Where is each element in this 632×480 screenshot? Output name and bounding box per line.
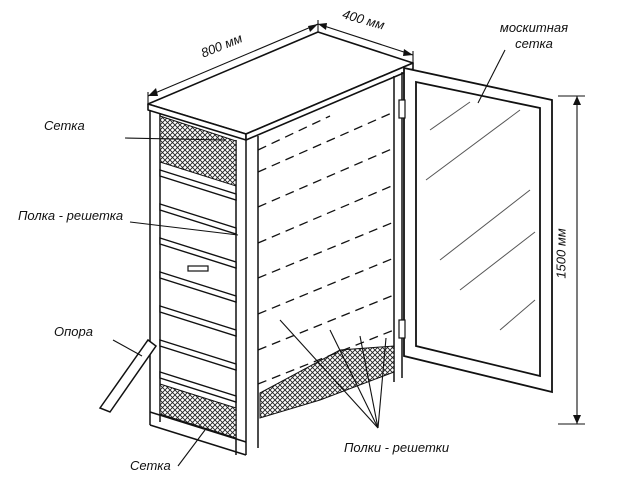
- leader-lines: [112, 49, 506, 467]
- bottom-mesh-label: Сетка: [130, 458, 171, 473]
- door-glass-reflections: [425, 101, 536, 331]
- dimension-lines: [147, 20, 585, 425]
- support-label: Опора: [54, 324, 93, 339]
- cabinet-top: [147, 31, 414, 141]
- support-leg: [98, 338, 158, 413]
- inner-shelves-dashed: [257, 111, 395, 385]
- shelf-handle: [187, 265, 209, 272]
- front-shelves: [159, 169, 237, 403]
- shelf-grid-label: Полка - решетка: [18, 208, 124, 223]
- top-mesh-label: Сетка: [44, 118, 85, 133]
- bottom-front-mesh: [159, 383, 237, 439]
- door-hinges: [398, 99, 406, 339]
- mosquito-net-label-line2: сетка: [515, 36, 553, 51]
- top-mesh: [159, 115, 237, 187]
- height-dimension-label: 1500 мм: [553, 228, 569, 279]
- shelves-grids-label: Полки - решетки: [344, 440, 450, 455]
- mosquito-net-label-line1: москитная: [499, 20, 569, 35]
- dimension-arrows: [148, 23, 581, 424]
